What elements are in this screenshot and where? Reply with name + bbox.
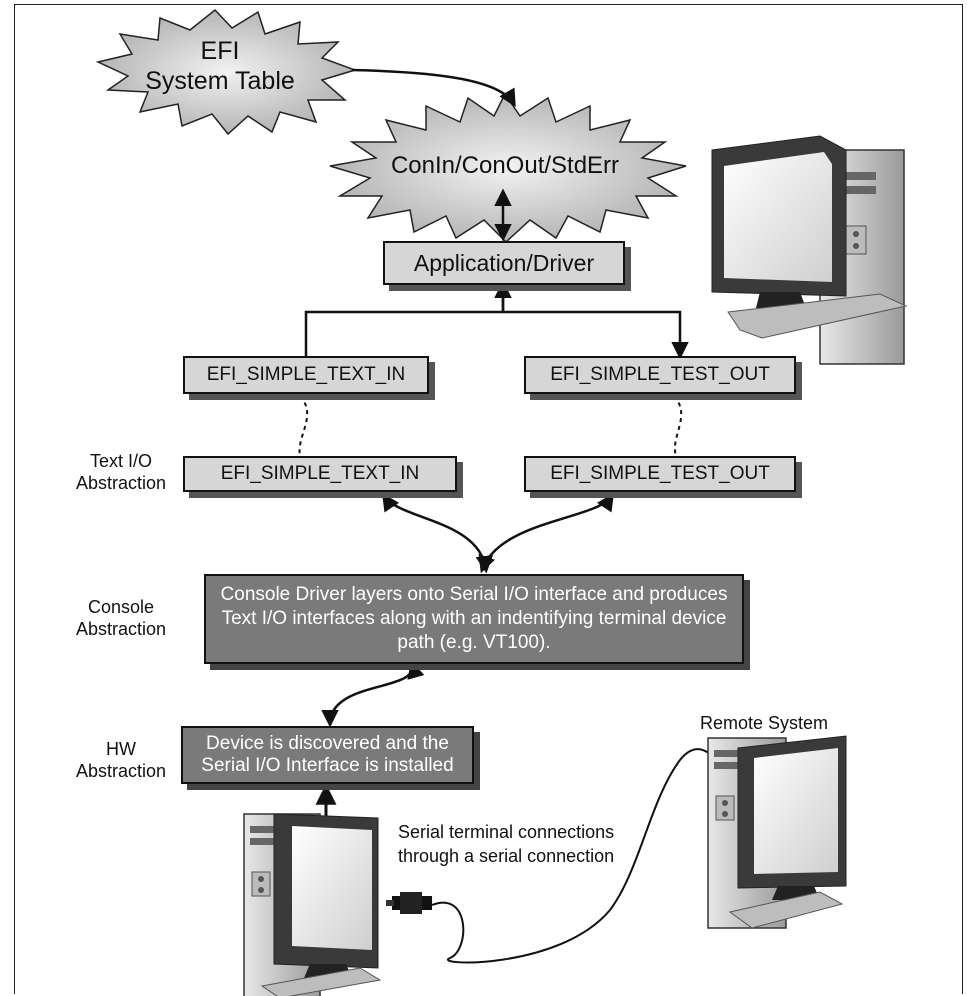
figure-frame (14, 4, 963, 994)
application-driver-box: Application/Driver (383, 241, 625, 285)
efi-system-table-burst (95, 8, 358, 136)
conin-conout-stderr-label: ConIn/ConOut/StdErr (390, 152, 620, 179)
local-serial-connector (386, 892, 432, 914)
remote-system-label: Remote System (700, 713, 829, 733)
serial-connection-label: Serial terminal connections through a se… (398, 822, 615, 866)
dashed-link-test-out (673, 395, 683, 457)
hw-device-box: Device is discovered and the Serial I/O … (181, 726, 474, 784)
remote-computer-illustration (707, 735, 847, 929)
upper-text-in-box: EFI_SIMPLE_TEXT_IN (183, 356, 429, 394)
lower-test-out-box: EFI_SIMPLE_TEST_OUT (524, 456, 796, 492)
serial-cable (431, 748, 725, 964)
arrow-console-to-hw (321, 660, 425, 728)
console-driver-box: Console Driver layers onto Serial I/O in… (204, 574, 744, 664)
arrow-text-in-to-console (382, 493, 493, 574)
top-right-computer-illustration (711, 135, 908, 365)
upper-test-out-box: EFI_SIMPLE_TEST_OUT (524, 356, 796, 394)
lower-text-in-box: EFI_SIMPLE_TEXT_IN (183, 456, 457, 492)
hw-abstraction-label: HW Abstraction (75, 739, 167, 781)
console-abstraction-label: Console Abstraction (75, 597, 167, 639)
dashed-link-text-in (298, 395, 309, 457)
arrow-test-out-to-console (478, 493, 614, 574)
arrow-app-to-protocols (304, 286, 680, 356)
efi-system-table-label: EFI System Table (145, 37, 295, 95)
local-computer-illustration (243, 813, 382, 996)
text-io-abstraction-label: Text I/O Abstraction (75, 451, 167, 493)
arrow-systable-to-conin (351, 68, 516, 108)
